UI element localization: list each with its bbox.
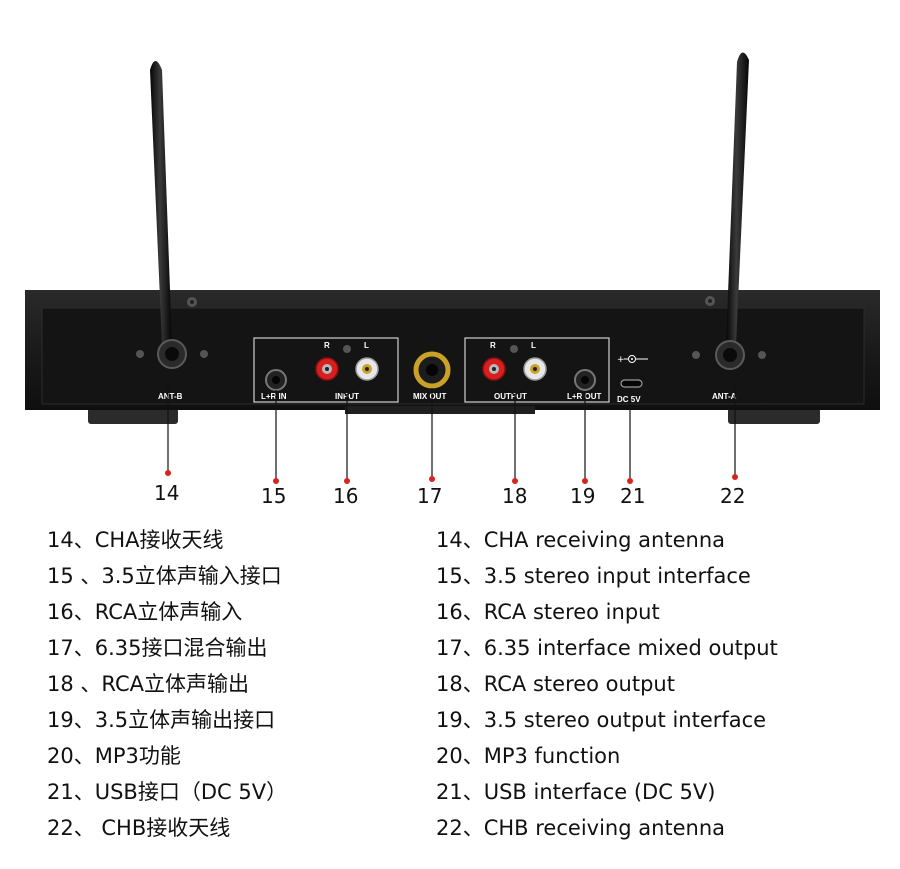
legend-item: 19、3.5 stereo output interface xyxy=(436,708,767,732)
vent-grille xyxy=(345,406,535,414)
antenna-a xyxy=(715,52,749,370)
callout-number: 14 xyxy=(154,481,179,505)
legend-item: 18、RCA stereo output xyxy=(436,672,675,696)
lr-out-label: L+R OUT xyxy=(567,392,602,401)
callout-number: 21 xyxy=(620,484,645,508)
antenna-b xyxy=(150,61,187,369)
callout-number: 19 xyxy=(570,484,595,508)
lr-out-jack xyxy=(574,369,596,391)
callout-lines xyxy=(167,378,736,480)
legend-item: 15 、3.5立体声输入接口 xyxy=(47,564,282,588)
callout-number: 17 xyxy=(417,484,442,508)
callout-dots xyxy=(165,470,738,484)
legend-item: 19、3.5立体声输出接口 xyxy=(47,708,276,732)
legend-item: 14、CHA接收天线 xyxy=(47,528,224,552)
output-r-label: R xyxy=(490,341,496,350)
legend-item: 22、CHB receiving antenna xyxy=(436,816,726,840)
legend-item: 14、CHA receiving antenna xyxy=(436,528,726,552)
mix-out-jack xyxy=(413,351,451,389)
lr-in-label: L+R IN xyxy=(261,392,287,401)
usb-port xyxy=(620,379,643,388)
output-label: OUTPUT xyxy=(494,392,527,401)
callout-number: 15 xyxy=(261,484,286,508)
legend-item: 20、MP3 function xyxy=(436,744,621,768)
legend-item: 16、RCA立体声输入 xyxy=(47,600,243,624)
legend-item: 16、RCA stereo input xyxy=(436,600,660,624)
legend-item: 15、3.5 stereo input interface xyxy=(436,564,751,588)
left-foot xyxy=(88,408,178,424)
ant-a-label: ANT-A xyxy=(712,392,737,401)
legend-chinese: 14、CHA接收天线 15 、3.5立体声输入接口 16、RCA立体声输入 17… xyxy=(47,522,287,846)
output-l-label: L xyxy=(531,341,536,350)
lr-in-jack xyxy=(265,369,287,391)
legend-item: 22、 CHB接收天线 xyxy=(47,816,231,840)
legend-item: 17、6.35接口混合输出 xyxy=(47,636,268,660)
rca-output-l xyxy=(523,357,547,381)
legend-item: 21、USB interface (DC 5V) xyxy=(436,780,716,804)
callout-number: 18 xyxy=(502,484,527,508)
input-r-label: R xyxy=(324,341,330,350)
dc-polarity-icon: + xyxy=(617,355,648,365)
right-foot xyxy=(728,408,820,424)
ant-b-label: ANT-B xyxy=(158,392,183,401)
rca-output-r xyxy=(482,357,506,381)
legend-item: 20、MP3功能 xyxy=(47,744,181,768)
callout-number: 16 xyxy=(333,484,358,508)
svg-text:+: + xyxy=(617,355,625,365)
screw-icon xyxy=(136,296,766,359)
mix-out-label: MIX OUT xyxy=(413,392,446,401)
input-l-label: L xyxy=(364,341,369,350)
dc-5v-label: DC 5V xyxy=(617,395,641,404)
device-rear-panel-figure: ANT-B ANT-A R L L+R IN INPUT MIX OUT R L… xyxy=(25,52,880,508)
legend-item: 21、USB接口（DC 5V） xyxy=(47,780,288,804)
legend-item: 18 、RCA立体声输出 xyxy=(47,672,249,696)
legend-english: 14、CHA receiving antenna 15、3.5 stereo i… xyxy=(436,522,778,846)
legend-item: 17、6.35 interface mixed output xyxy=(436,636,778,660)
rca-input-r xyxy=(315,357,339,381)
output-group-frame xyxy=(464,337,610,403)
input-group-frame xyxy=(253,337,399,403)
screw-icon xyxy=(343,345,351,353)
screw-icon xyxy=(510,345,518,353)
rca-input-l xyxy=(355,357,379,381)
callout-number: 22 xyxy=(720,484,745,508)
